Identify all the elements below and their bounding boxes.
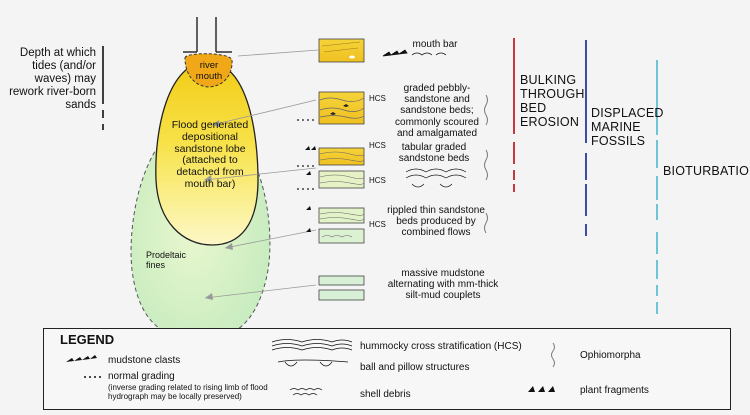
legend-normal-grading-note: (inverse grading related to rising limb … (108, 383, 268, 402)
bulking-label: BULKING THROUGH BED EROSION (520, 73, 585, 129)
legend-box (43, 328, 731, 410)
prodeltaic-label: Prodeltaic fines (146, 250, 187, 271)
plant-fragments-icon (528, 386, 555, 392)
mouth-bar-symbols (382, 49, 447, 57)
hcs-icon (271, 339, 353, 351)
log-rippled-1 (318, 207, 365, 224)
legend-shell-debris: shell debris (360, 389, 411, 400)
bioturbation-label: BIOTURBATION (663, 164, 750, 178)
log-mudstone-2 (318, 289, 365, 301)
river-mouth-label: river mouth (195, 60, 223, 82)
displaced-label: DISPLACED MARINE FOSSILS (591, 106, 664, 148)
river-mouth (184, 53, 233, 88)
legend-title: LEGEND (60, 332, 115, 347)
log-tabular-1 (318, 147, 365, 166)
log-tabular-2 (318, 170, 365, 189)
hcs-ball-pillow-symbol (405, 168, 467, 188)
hcs-label-4: HCS (369, 220, 386, 229)
log-mouth-bar (318, 38, 365, 63)
hcs-label-1: HCS (369, 94, 386, 103)
log-mudstone-1 (318, 275, 365, 286)
sandstone-lobe (155, 61, 259, 246)
shell-debris-icon (289, 388, 323, 396)
description-rippled: rippled thin sandstone beds produced by … (387, 205, 485, 239)
hcs-label-2: HCS (369, 141, 386, 150)
mudstone-clasts-icon (66, 355, 97, 362)
description-graded-pebbly: graded pebbly-sandstone and sandstone be… (395, 83, 479, 139)
description-mouth-bar: mouth bar (412, 39, 458, 50)
hcs-label-3: HCS (369, 176, 386, 185)
ball-pillow-icon (277, 359, 349, 367)
normal-grading-icon (84, 376, 101, 378)
legend-ball-pillow: ball and pillow structures (360, 362, 470, 373)
log-graded-pebbly (318, 91, 365, 125)
description-tabular: tabular graded sandstone beds (398, 142, 470, 165)
ophiomorpha-icon (551, 342, 555, 368)
legend-ophiomorpha: Ophiomorpha (580, 350, 641, 361)
legend-normal-grading: normal grading (108, 371, 175, 382)
depth-label: Depth at which tides (and/or waves) may … (9, 47, 96, 111)
description-mudstone: massive mudstone alternating with mm-thi… (387, 268, 499, 302)
legend-plant-fragments: plant fragments (580, 385, 649, 396)
log-rippled-2 (318, 228, 365, 244)
legend-hcs: hummocky cross stratification (HCS) (360, 341, 522, 352)
legend-mudstone-clasts: mudstone clasts (108, 355, 181, 366)
lobe-label: Flood generated depositional sandstone l… (171, 119, 249, 190)
